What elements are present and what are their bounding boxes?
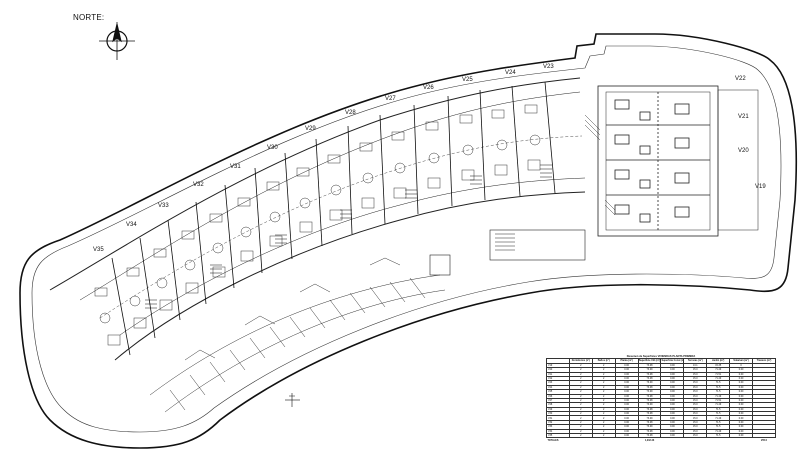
unit-label: V34 [126,222,137,228]
total-value-b: 255.0 [761,438,767,442]
unit-label: V35 [93,247,104,253]
east-block [597,85,759,237]
unit-label: V23 [543,64,554,70]
table-caption: Resumen de Superficies VIVIENDAS PLANTA … [626,355,696,359]
site-boundary [19,33,798,449]
table-header-cell: Dormitorios (n°) [568,358,593,364]
stair-cores [145,164,552,309]
unit-label: V32 [193,182,204,188]
unit-label: V30 [267,145,278,151]
unit-label: V22 [735,76,746,82]
total-value-a: 1,242.43 [644,438,655,442]
table-header-cell: Superficie Const (m²) [660,358,685,364]
parking-bays [149,257,446,413]
table-cell [752,432,776,439]
unit-label: V20 [738,148,749,154]
total-label: TOTALES [547,438,559,442]
unit-label: V33 [158,203,169,209]
unit-label: V28 [345,110,356,116]
north-arrow-icon [99,22,135,60]
entrance-marker-icon [285,393,300,407]
unit-label: V19 [755,184,766,190]
main-building [49,77,586,361]
unit-dividers [111,81,556,356]
north-label: NORTE: [73,13,105,22]
table-total-row: TOTALES 1,242.43 255.0 [547,438,776,442]
table-header-cell: Superficie Útil (m²) [637,358,662,364]
unit-label: V21 [738,114,749,120]
unit-label: V24 [505,70,516,76]
unit-label: V25 [462,77,473,83]
unit-label: V29 [305,126,316,132]
unit-label: V27 [385,96,396,102]
unit-labels: V23 V24 V25 V26 V27 V28 V29 V30 V31 V32 … [93,64,766,253]
inner-boundary [31,45,782,433]
interior-furniture [94,104,541,346]
unit-label: V31 [230,164,241,170]
pool-area [429,229,586,276]
surface-summary-table: Resumen de Superficies VIVIENDAS PLANTA … [546,355,776,442]
unit-label: V26 [423,85,434,91]
table-header-row: Dormitorios (n°)Baños (n°)Planta (m²)Sup… [546,358,776,364]
